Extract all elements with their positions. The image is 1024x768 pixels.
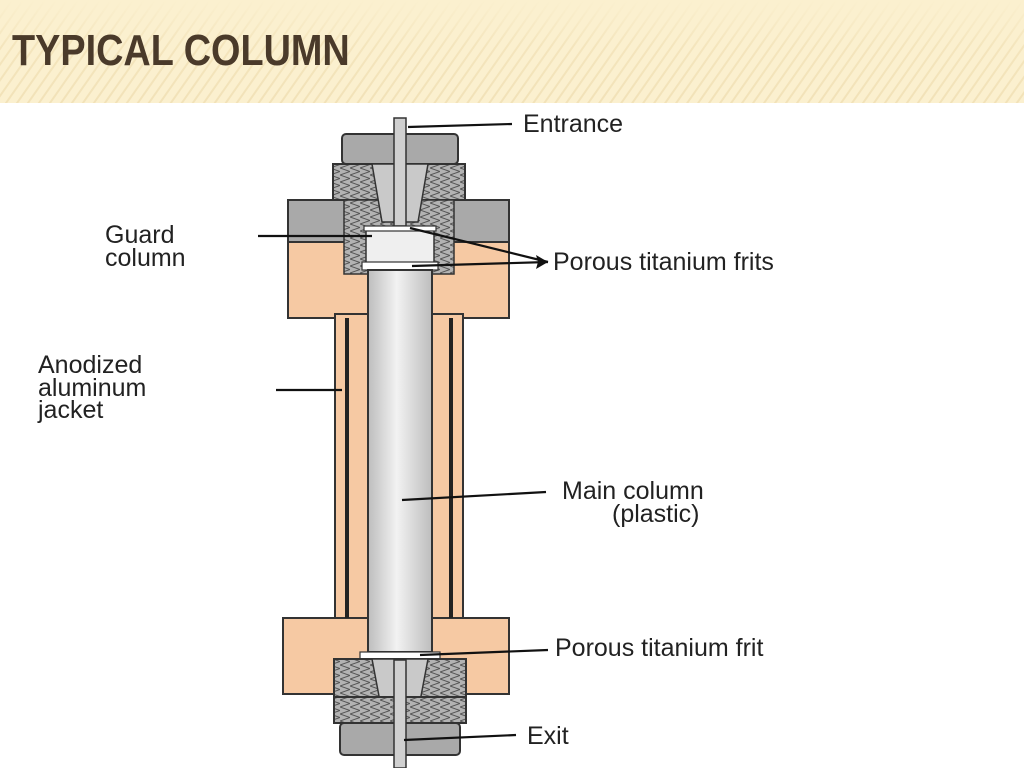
- label-main-line2: (plastic): [612, 500, 700, 528]
- leader-frit-bottom: [419, 648, 549, 657]
- header-stripe-pattern: [0, 0, 1024, 103]
- column-diagram-area: Entrance Guard column Porous titanium fr…: [0, 103, 1024, 768]
- leader-main: [401, 490, 547, 502]
- slide-title: TYPICAL COLUMN: [12, 26, 350, 75]
- label-guard-line2: column: [105, 244, 186, 272]
- slide-header: TYPICAL COLUMN: [0, 0, 1024, 103]
- leader-frit-1: [409, 226, 549, 264]
- label-guard-line1: Guard: [105, 221, 174, 249]
- label-anodized-line3: jacket: [37, 396, 103, 424]
- label-anodized-line1: Anodized: [38, 351, 142, 379]
- label-entrance: Entrance: [523, 110, 623, 138]
- label-anodized-line2: aluminum: [38, 374, 146, 402]
- leader-frit-2: [411, 260, 549, 268]
- leader-lines: [258, 122, 549, 742]
- frit-top-1: [363, 225, 437, 232]
- label-exit: Exit: [527, 722, 569, 750]
- label-main-line1: Main column: [562, 477, 704, 505]
- column-diagram: Entrance Guard column Porous titanium fr…: [37, 110, 774, 768]
- entrance-tube: [393, 117, 407, 227]
- frits-arrow-head: [536, 255, 548, 269]
- label-frits: Porous titanium frits: [553, 248, 774, 276]
- label-frit: Porous titanium frit: [555, 634, 763, 662]
- main-column: [367, 269, 433, 653]
- leader-exit: [403, 733, 517, 742]
- guard-column: [365, 227, 435, 265]
- leader-entrance: [407, 122, 513, 129]
- exit-tube: [393, 659, 407, 768]
